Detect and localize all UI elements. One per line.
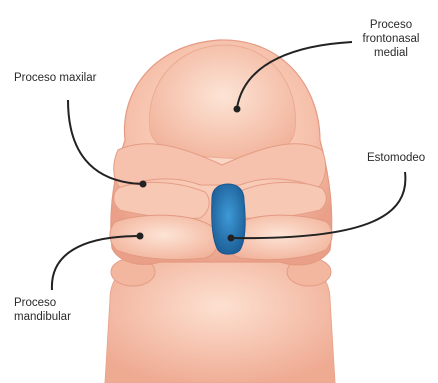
label-estomodeo: Estomodeo — [367, 151, 438, 165]
label-frontonasal: Proceso frontonasal medial — [352, 18, 430, 60]
dot-frontonasal — [234, 106, 241, 113]
stomodeum — [212, 184, 246, 254]
label-mandibular: Proceso mandibular — [14, 296, 71, 324]
dot-mandibular — [137, 233, 144, 240]
dot-maxilar — [140, 181, 147, 188]
label-maxilar: Proceso maxilar — [14, 71, 96, 85]
dot-estomodeo — [228, 235, 235, 242]
